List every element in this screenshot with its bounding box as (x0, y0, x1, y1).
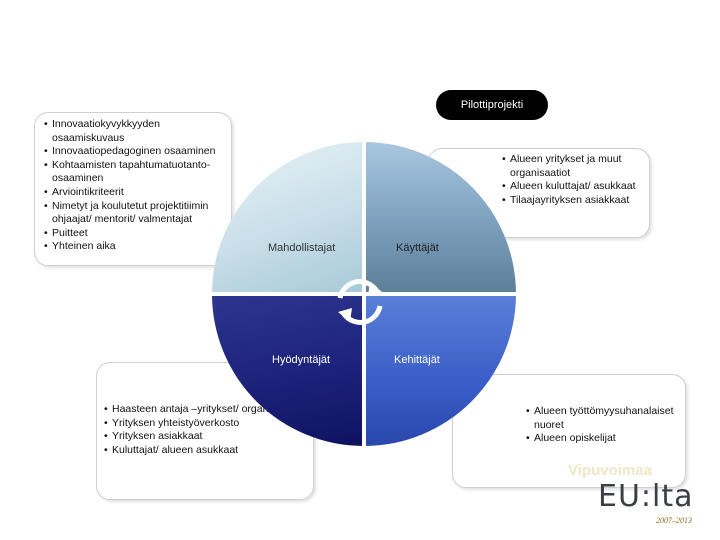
list-item: Kuluttajat/ alueen asukkaat (103, 444, 307, 458)
quadrant-circle (212, 142, 516, 446)
list-item: Nimetyt ja koulutetut projektitiimin ohj… (43, 200, 225, 227)
list-item: Innovaatiopedagoginen osaaminen (43, 145, 225, 159)
list-item: Alueen opiskelijat (525, 432, 679, 446)
list-item: Arviointikriteerit (43, 186, 225, 200)
list-item: Tilaajayrityksen asiakkaat (501, 194, 643, 208)
box-enablers: Innovaatiokyvykkyyden osaamiskuvaus Inno… (34, 112, 232, 266)
list-item: Alueen työttömyysuhanalaiset nuoret (525, 405, 679, 432)
list-item: Alueen yritykset ja muut organisaatiot (501, 153, 643, 180)
developers-list: Alueen työttömyysuhanalaiset nuoret Alue… (453, 375, 685, 446)
list-item: Yhteinen aika (43, 240, 225, 254)
pilot-project-pill: Pilottiprojekti (436, 90, 548, 120)
quadrant-beneficiaries (212, 296, 362, 446)
label-developers: Kehittäjät (394, 354, 440, 366)
quadrant-developers (366, 296, 516, 446)
list-item: Puitteet (43, 227, 225, 241)
quadrant-users (366, 142, 516, 292)
logo-years: 2007–2013 (656, 516, 692, 525)
list-item: Yrityksen asiakkaat (103, 430, 307, 444)
list-item: Yrityksen yhteistyöverkosto (103, 417, 307, 431)
label-beneficiaries: Hyödyntäjät (272, 354, 331, 366)
list-item: Kohtaamisten tapahtumatuotanto-osaaminen (43, 159, 225, 186)
logo-watermark: Vipuvoimaa (568, 462, 652, 479)
list-item: Alueen kuluttajat/ asukkaat (501, 180, 643, 194)
cycle-arrows-icon (337, 279, 383, 325)
enablers-list: Innovaatiokyvykkyyden osaamiskuvaus Inno… (35, 113, 231, 254)
label-users: Käyttäjät (396, 242, 439, 254)
eu-logo: EU:lta (598, 479, 694, 514)
list-item: Innovaatiokyvykkyyden osaamiskuvaus (43, 118, 225, 145)
label-enablers: Mahdollistajat (268, 242, 336, 254)
quadrant-enablers (212, 142, 362, 292)
